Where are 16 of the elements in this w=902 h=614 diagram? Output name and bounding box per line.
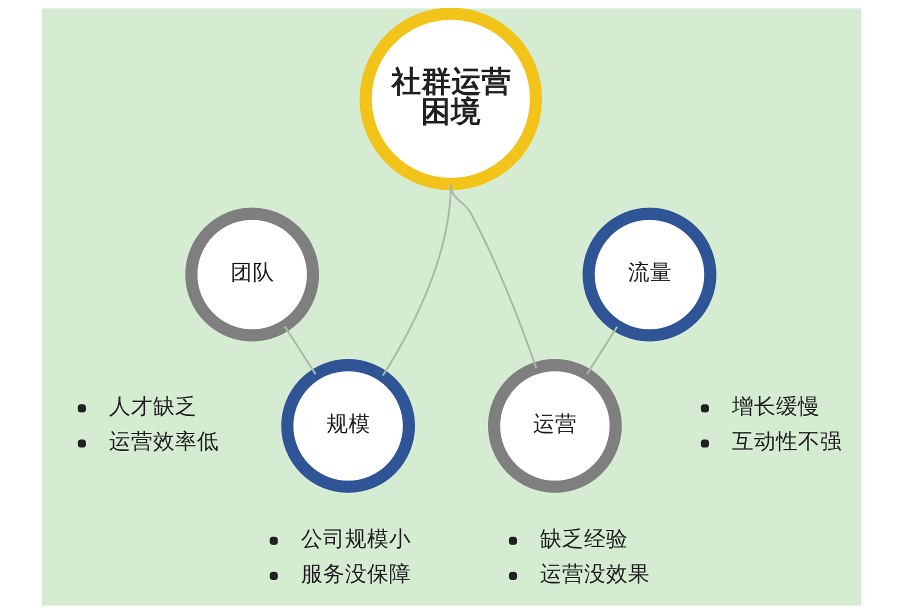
node-label: 人才缺乏 xyxy=(108,394,196,420)
node-label: 缺乏经验 xyxy=(540,526,628,552)
connector xyxy=(449,184,537,368)
node-label: 增长缓慢 xyxy=(731,394,820,420)
node-circle: 社群运营困境 xyxy=(359,8,542,190)
node-label: 运营效率低 xyxy=(108,430,218,455)
node-circle: 团队 xyxy=(184,208,319,342)
node-circle: 流量 xyxy=(582,208,716,342)
connector xyxy=(586,326,618,375)
connector xyxy=(283,326,316,375)
node-label: 互动性不强 xyxy=(731,430,842,455)
node-label: 公司规模小 xyxy=(300,526,410,552)
node-circle: 规模 xyxy=(280,359,415,493)
node-label: 运营没效果 xyxy=(540,562,650,588)
node-circle: 运营 xyxy=(487,359,622,493)
node-label: 服务没保障 xyxy=(300,562,410,588)
